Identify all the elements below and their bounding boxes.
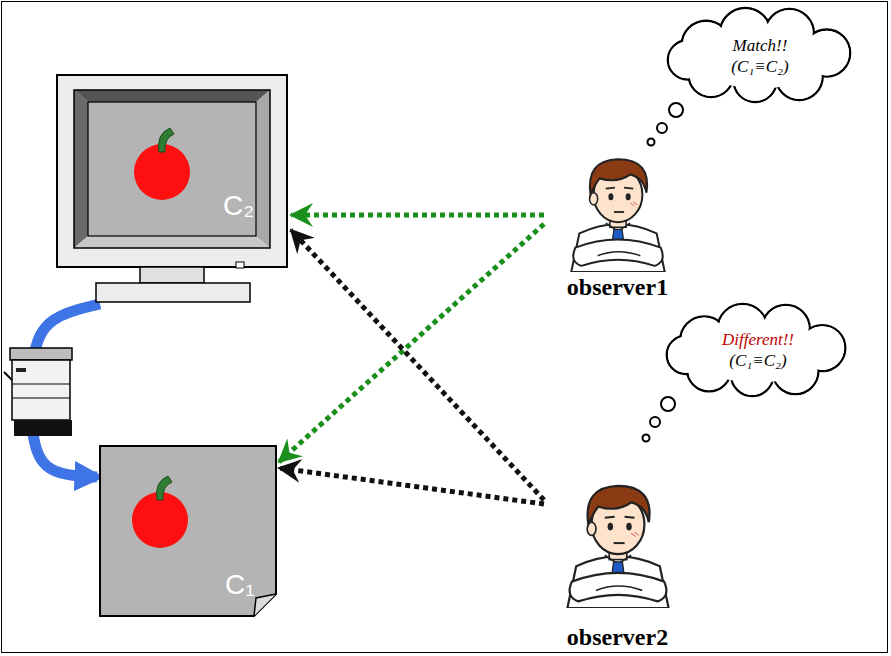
thought-text: (C₁≡C₂) (731, 56, 788, 77)
observer-node: observer2 (544, 440, 691, 652)
image-label: C₂ (223, 192, 254, 220)
gaze-arrow (291, 213, 544, 218)
observer-label: observer2 (544, 624, 691, 650)
thought-text: Different!! (722, 329, 794, 350)
thought-cloud (667, 304, 846, 396)
observer-figure (571, 159, 665, 272)
thought-tail (643, 103, 684, 442)
gaze-arrow (279, 468, 544, 504)
observer-label: observer1 (544, 274, 691, 300)
gaze-arrow (291, 230, 544, 500)
thought-bubble: Match!!(C₁≡C₂) (668, 18, 852, 94)
thought-text: Match!! (733, 35, 788, 56)
monitor-node: C₂ (55, 72, 291, 304)
paper-node: C₁ (97, 443, 279, 619)
thought-text: (C₁≡C₂) (729, 350, 786, 371)
observer-figure (567, 486, 668, 608)
thought-cloud (668, 8, 850, 102)
observer-node: observer1 (544, 150, 691, 302)
image-label: C₁ (225, 571, 255, 599)
gaze-arrow (279, 224, 544, 462)
monitor (57, 75, 287, 302)
paper-sheet (100, 446, 276, 616)
printer (4, 348, 72, 436)
thought-bubble: Different!!(C₁≡C₂) (662, 312, 854, 388)
